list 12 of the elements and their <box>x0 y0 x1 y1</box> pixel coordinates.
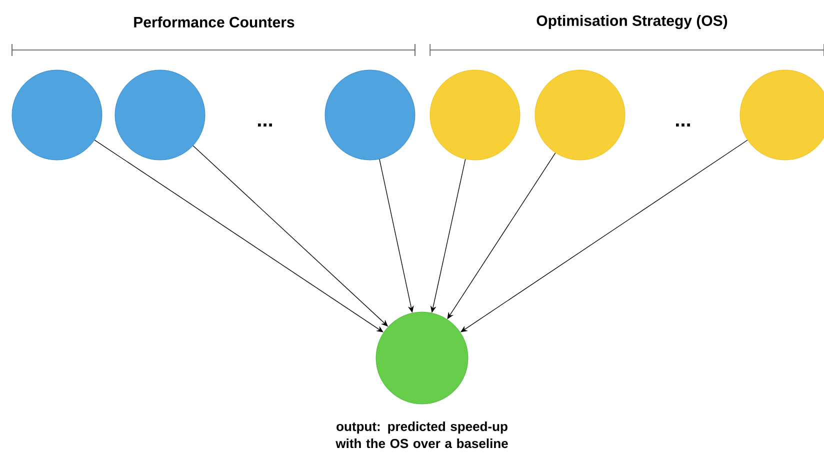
circle-node <box>376 312 468 404</box>
circle-node <box>324 70 416 160</box>
node-caption: output: predicted speed-up with the OS over a baseline <box>336 422 508 448</box>
circle-node <box>430 70 520 160</box>
circle-node <box>740 70 824 160</box>
circle-node <box>12 70 102 160</box>
ellipsis: ... <box>258 124 272 126</box>
ellipsis: ... <box>676 124 690 126</box>
circle-node <box>114 70 206 160</box>
circle-node <box>534 70 626 160</box>
bracket-heading: Performance Counters <box>134 16 294 28</box>
bracket-heading: Optimisation Strategy (OS) <box>536 14 728 30</box>
